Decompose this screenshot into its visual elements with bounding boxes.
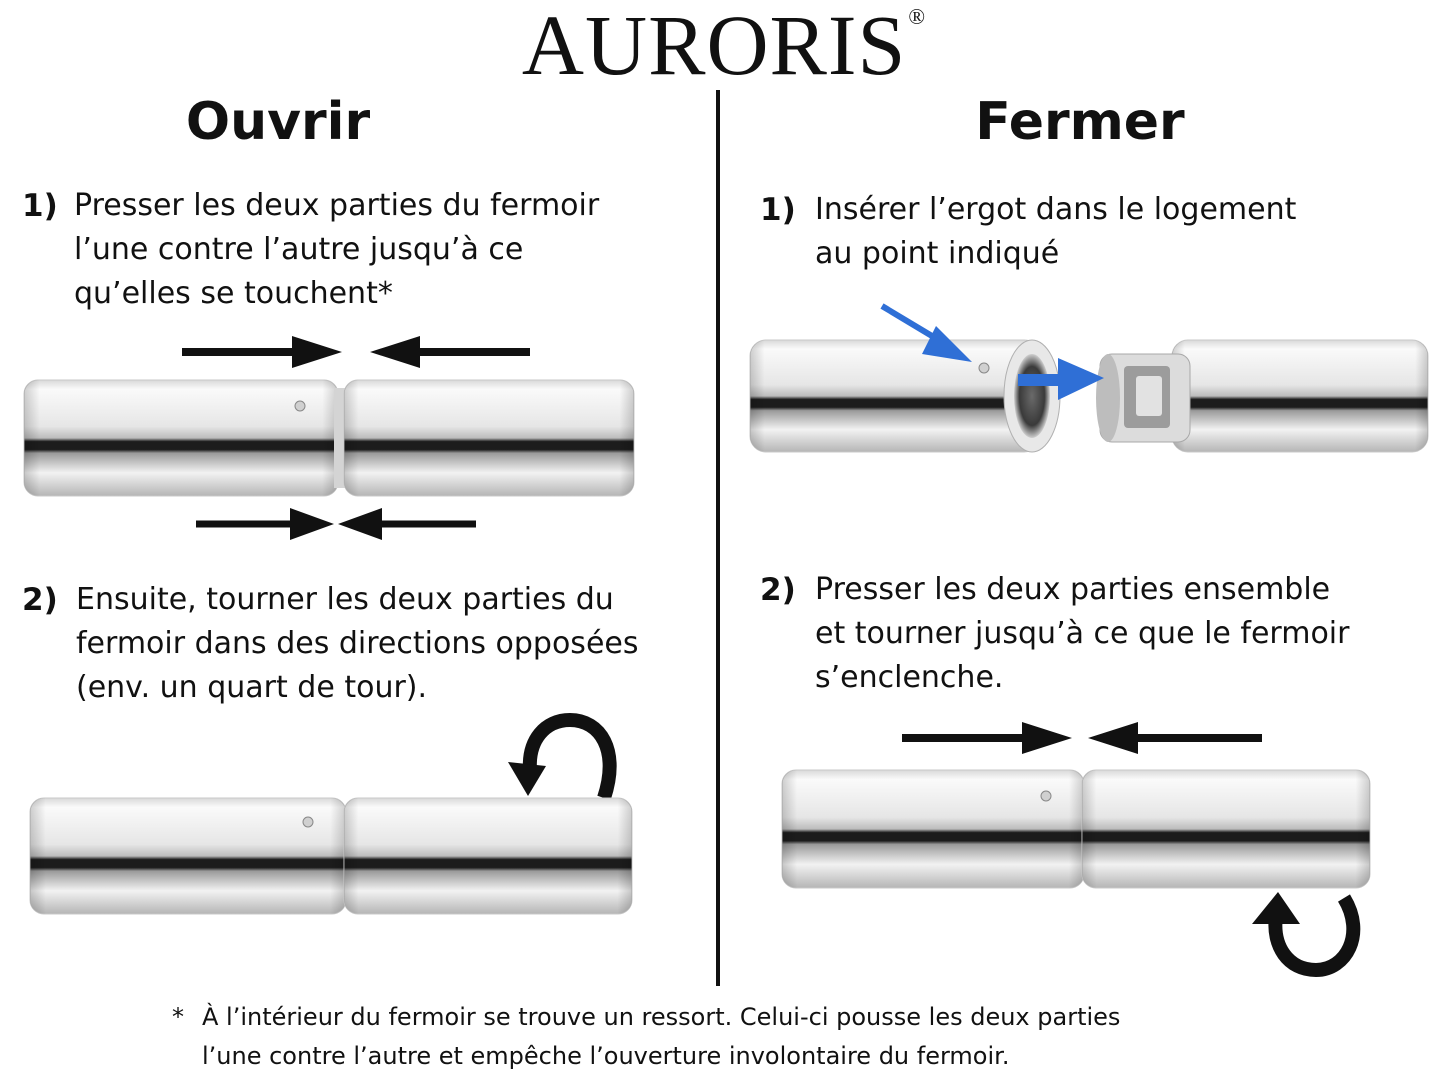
open-step-1-text: Presser les deux parties du fermoir l’un…	[74, 184, 599, 316]
close-step-2-text: Presser les deux parties ensemble et tou…	[815, 568, 1349, 700]
open-step-1-line-3: qu’elles se touchent*	[74, 276, 393, 311]
footnote-text: À l’intérieur du fermoir se trouve un re…	[202, 998, 1120, 1076]
registered-mark: ®	[908, 4, 927, 29]
press-arrows-icon	[182, 336, 530, 368]
footnote-marker: *	[172, 1003, 184, 1031]
close-heading: Fermer	[975, 92, 1185, 152]
open-step-2-illustration	[29, 712, 633, 915]
open-step-1-line-1: Presser les deux parties du fermoir	[74, 188, 600, 223]
open-step-2-text: Ensuite, tourner les deux parties du fer…	[76, 578, 639, 710]
open-step-1-illustration	[23, 336, 635, 540]
brand-logo: AURORIS®	[0, 2, 1448, 88]
brand-name: AURORIS	[521, 0, 907, 93]
column-divider	[716, 90, 720, 986]
open-step-2-number: 2)	[22, 582, 58, 618]
footnote-line-1: À l’intérieur du fermoir se trouve un re…	[202, 1003, 1121, 1031]
clasp-image	[781, 769, 1371, 889]
close-step-1-line-1: Insérer l’ergot dans le logement	[815, 192, 1297, 227]
close-step-1-text: Insérer l’ergot dans le logement au poin…	[815, 188, 1296, 276]
close-step-1-line-2: au point indiqué	[815, 236, 1060, 271]
close-step-2-illustration	[781, 722, 1371, 978]
close-step-2-line-1: Presser les deux parties ensemble	[815, 572, 1331, 607]
open-step-2-line-1: Ensuite, tourner les deux parties du	[76, 582, 614, 617]
rotate-arrow-icon	[1252, 892, 1361, 978]
close-step-1-illustration	[749, 303, 1429, 453]
insert-arrow-icon	[880, 303, 1104, 400]
close-step-1-number: 1)	[760, 192, 796, 228]
open-step-1-line-2: l’une contre l’autre jusqu’à ce	[74, 232, 524, 267]
clasp-open-image	[749, 339, 1429, 453]
press-arrows-icon	[902, 722, 1262, 754]
close-step-2-line-2: et tourner jusqu’à ce que le fermoir	[815, 616, 1350, 651]
close-step-2-line-3: s’enclenche.	[815, 660, 1004, 695]
open-step-2-line-2: fermoir dans des directions opposées	[76, 626, 639, 661]
open-heading: Ouvrir	[185, 92, 371, 152]
open-step-1-number: 1)	[22, 188, 58, 224]
clasp-image	[29, 797, 633, 915]
footnote-line-2: l’une contre l’autre et empêche l’ouvert…	[202, 1042, 1010, 1070]
open-step-2-line-3: (env. un quart de tour).	[76, 670, 428, 705]
touch-arrows-icon	[196, 508, 476, 540]
close-step-2-number: 2)	[760, 572, 796, 608]
clasp-image	[23, 379, 635, 497]
rotate-arrow-icon	[508, 712, 617, 801]
